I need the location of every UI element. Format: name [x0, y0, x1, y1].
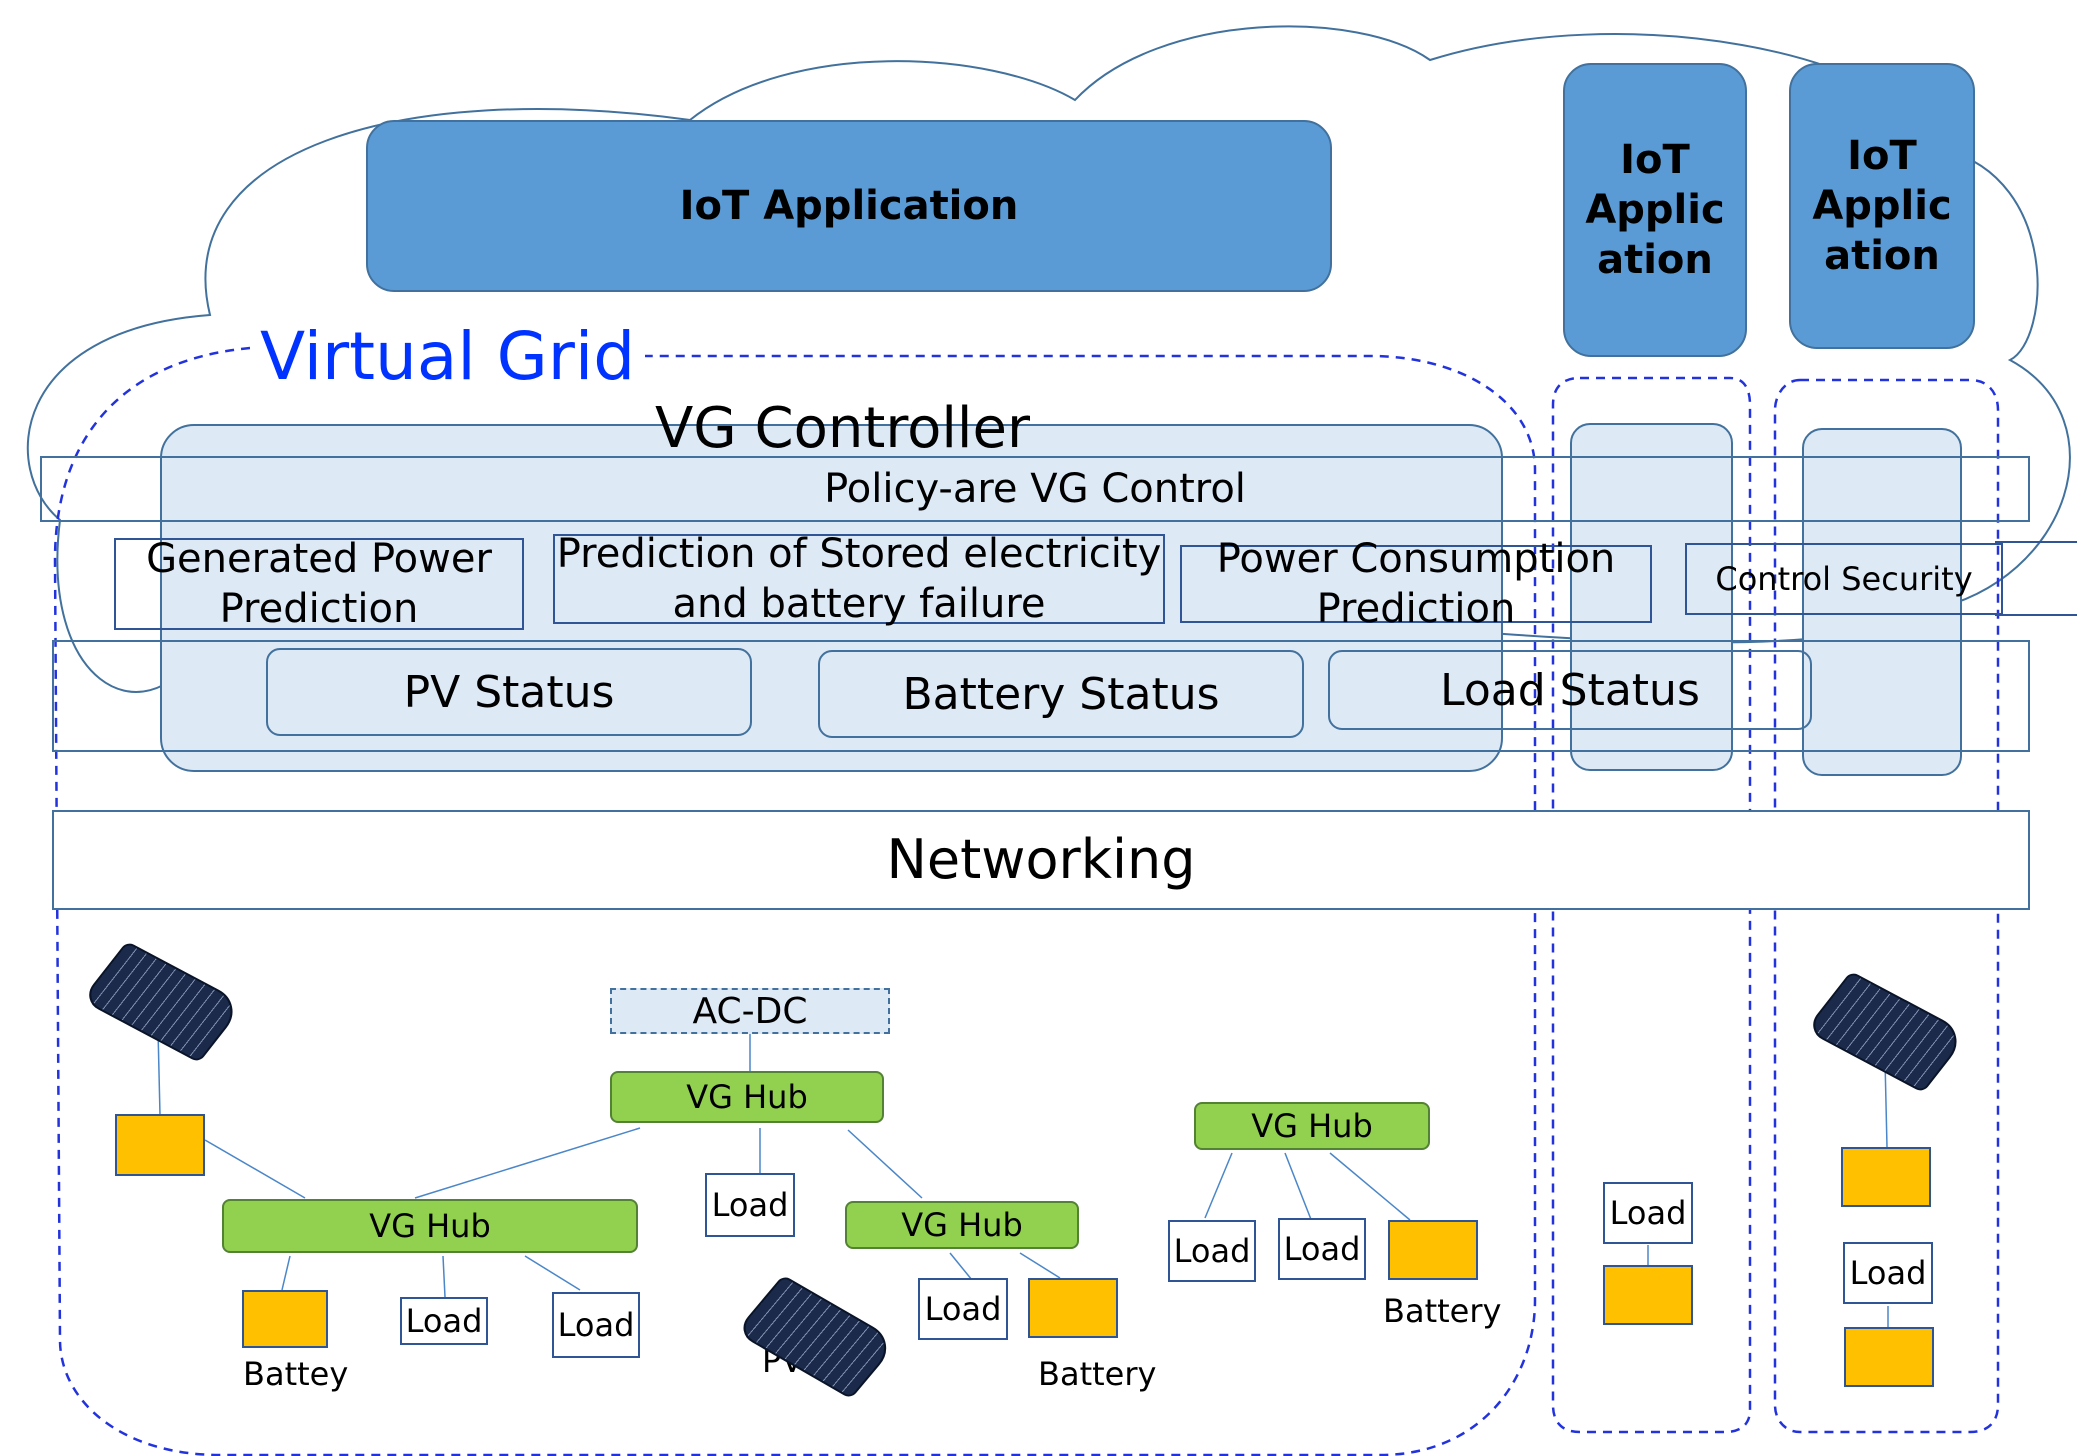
battery-box[interactable] [1028, 1278, 1118, 1338]
vg-controller-title: VG Controller [655, 396, 1030, 461]
generated-power-prediction[interactable]: Generated Power Prediction [114, 536, 524, 632]
iot-application-small-1[interactable]: IoT Applic ation [1563, 63, 1747, 357]
vg-hub-left[interactable]: VG Hub [222, 1199, 638, 1253]
load-box[interactable]: Load [705, 1173, 795, 1237]
iot-controller-panel-2 [1802, 428, 1962, 776]
pv-status[interactable]: PV Status [266, 648, 752, 736]
battery-box[interactable] [115, 1114, 205, 1176]
load-box[interactable]: Load [1843, 1242, 1933, 1304]
virtual-grid-label: Virtual Grid [250, 318, 646, 395]
load-box[interactable]: Load [1278, 1218, 1366, 1280]
iot-application-main[interactable]: IoT Application [366, 120, 1332, 292]
battery-box[interactable] [1603, 1265, 1693, 1325]
load-status[interactable]: Load Status [1328, 650, 1812, 730]
virtual-grid-boundary [53, 346, 2000, 1456]
vg-controller-panel [160, 424, 1503, 772]
policy-band[interactable]: Policy-are VG Control [40, 456, 2030, 522]
load-box[interactable]: Load [1603, 1182, 1693, 1244]
vg-hub-right[interactable]: VG Hub [1194, 1102, 1430, 1150]
battery-label: Battery [1383, 1292, 1502, 1330]
battery-status[interactable]: Battery Status [818, 650, 1304, 738]
connector-lines [157, 1029, 1889, 1327]
control-security[interactable]: Control Security [1685, 543, 2003, 615]
load-box[interactable]: Load [1168, 1220, 1256, 1282]
battery-box[interactable] [242, 1290, 328, 1348]
load-box[interactable]: Load [552, 1292, 640, 1358]
battery-box[interactable] [1388, 1220, 1478, 1280]
battery-box[interactable] [1841, 1147, 1931, 1207]
status-band [52, 640, 2030, 752]
ac-dc-converter[interactable]: AC-DC [610, 988, 890, 1034]
iot-application-small-2[interactable]: IoT Applic ation [1789, 63, 1975, 349]
power-consumption-prediction[interactable]: Power Consumption Prediction [1180, 536, 1652, 632]
battery-box[interactable] [1844, 1327, 1934, 1387]
load-box[interactable]: Load [918, 1278, 1008, 1340]
networking-band[interactable]: Networking [52, 810, 2030, 910]
load-box[interactable]: Load [400, 1297, 488, 1345]
vg-hub-middle[interactable]: VG Hub [845, 1201, 1079, 1249]
stored-electricity-prediction[interactable]: Prediction of Stored electricity and bat… [553, 531, 1165, 627]
vg-hub-top[interactable]: VG Hub [610, 1071, 884, 1123]
battey-label: Battey [243, 1355, 349, 1393]
battery-label: Battery [1038, 1355, 1157, 1393]
